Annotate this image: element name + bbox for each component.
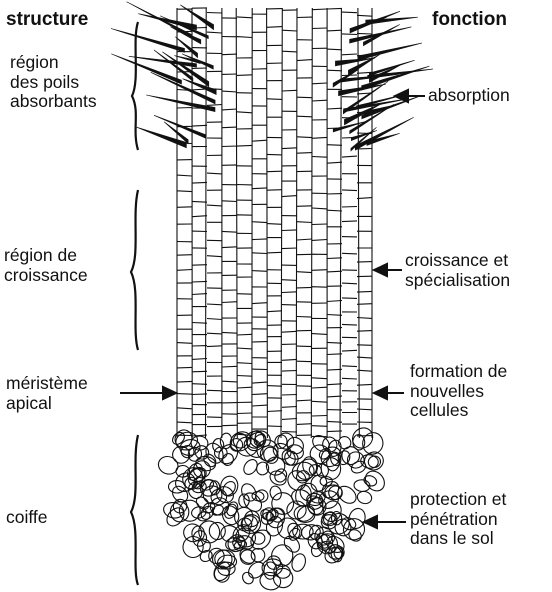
root-hair [366, 17, 418, 24]
root-hair [183, 79, 217, 95]
cap-cell [252, 532, 265, 544]
arrow-growth-head [374, 264, 387, 276]
cap-cell [259, 510, 276, 527]
label-meristem: méristème apical [6, 374, 88, 413]
root-cap-cells [156, 424, 388, 592]
label-protection: protection et pénétration dans le sol [410, 490, 506, 549]
cap-cell [208, 486, 230, 508]
arrow-protection-head [364, 516, 377, 528]
cap-cell [170, 443, 193, 466]
cap-cell [356, 490, 373, 506]
root-hair [358, 43, 421, 60]
label-new-cells: formation de nouvelles cellules [410, 362, 507, 421]
label-hairs-region: région des poils absorbants [10, 53, 97, 112]
root-hair [136, 127, 187, 148]
root-hair [333, 121, 366, 132]
root-hairs [111, 2, 433, 151]
header-structure: structure [6, 9, 88, 31]
cap-cell [264, 562, 277, 580]
cap-cell [348, 424, 376, 452]
cap-cell [240, 570, 255, 586]
header-fonction: fonction [432, 9, 507, 31]
cap-cell [336, 449, 351, 466]
cap-cell [367, 455, 381, 469]
arrow-meristem-head [163, 387, 176, 399]
root-hair [362, 95, 422, 119]
arrow-new-cells-head [374, 387, 387, 399]
label-growth-region: région de croissance [4, 246, 88, 285]
brace-hairs-region [132, 22, 138, 150]
cap-cell [362, 449, 386, 473]
cap-cell [192, 526, 205, 541]
label-growth-specialization: croissance et spécialisation [405, 251, 510, 290]
root-hair [111, 29, 185, 53]
root-hair [363, 25, 399, 46]
cell-column-walls [192, 8, 359, 438]
brace-cap-region [131, 435, 138, 585]
brace-growth-region [131, 190, 138, 350]
label-absorption: absorption [428, 86, 510, 106]
label-cap: coiffe [6, 508, 48, 528]
cap-cell [163, 505, 187, 530]
root-cell-grid [177, 8, 372, 438]
